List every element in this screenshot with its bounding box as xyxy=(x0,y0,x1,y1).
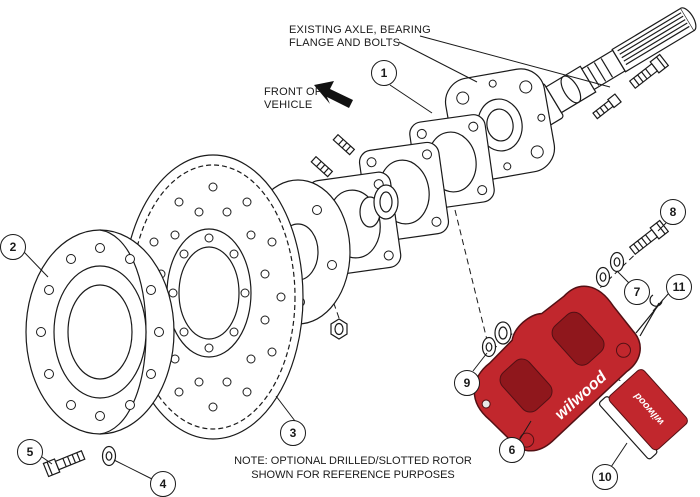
callout-3: 3 xyxy=(280,420,306,446)
hat-bolt-holes xyxy=(36,243,164,421)
stud-nut xyxy=(330,318,348,340)
label-leader-lines xyxy=(398,35,611,88)
callout-10-number: 10 xyxy=(598,470,612,484)
bearing-seals xyxy=(359,184,399,228)
caliper-washer-1 xyxy=(609,251,625,273)
axle-label-line1: EXISTING AXLE, BEARING xyxy=(289,24,431,36)
callout-2-number: 2 xyxy=(9,240,17,254)
callout-2: 2 xyxy=(0,234,26,260)
callout-3-number: 3 xyxy=(289,426,297,440)
hat-washer xyxy=(101,445,117,467)
callout-9-number: 9 xyxy=(463,376,471,390)
caliper-body xyxy=(473,285,641,452)
front-label-line2: VEHICLE xyxy=(264,99,313,111)
bleed-screw xyxy=(481,399,491,409)
pad-body xyxy=(608,369,688,451)
axle-splines xyxy=(617,12,690,66)
note-line2: SHOWN FOR REFERENCE PURPOSES xyxy=(251,469,455,481)
caliper-bolt xyxy=(627,219,669,257)
front-of-vehicle-arrow xyxy=(314,81,353,108)
caliper-mount-guide-line-1 xyxy=(454,209,488,341)
caliper-shim-washer xyxy=(481,336,497,358)
callout-5: 5 xyxy=(17,439,43,465)
callout-1: 1 xyxy=(371,60,397,86)
axle-shaft xyxy=(521,7,697,130)
callout-5-number: 5 xyxy=(26,445,34,459)
callout-11-number: 11 xyxy=(672,280,686,294)
callout-11: 11 xyxy=(666,274,692,300)
callout-8: 8 xyxy=(660,199,686,225)
front-of-vehicle-label: FRONT OF VEHICLE xyxy=(264,86,322,112)
callout-6: 6 xyxy=(499,437,525,463)
reference-note: NOTE: OPTIONAL DRILLED/SLOTTED ROTOR SHO… xyxy=(224,454,482,482)
caliper-oring-inner xyxy=(498,326,508,340)
front-label-line1: FRONT OF xyxy=(264,86,322,98)
callout-7-number: 7 xyxy=(633,285,641,299)
callout-7: 7 xyxy=(624,279,650,305)
callout-8-number: 8 xyxy=(669,205,677,219)
brake-pad: wilwood xyxy=(598,369,688,460)
wheel-stud-2 xyxy=(310,156,333,178)
axle-bolt-2 xyxy=(591,93,622,121)
callout-1-number: 1 xyxy=(380,66,388,80)
callout-6-number: 6 xyxy=(508,443,516,457)
rotor-hub-holes xyxy=(168,233,250,353)
rotor-hat xyxy=(25,229,175,435)
caliper: wilwood xyxy=(473,285,641,452)
callout-4-number: 4 xyxy=(159,477,167,491)
callout-leader-lines xyxy=(23,84,670,480)
callout-10: 10 xyxy=(592,464,618,490)
axle-label: EXISTING AXLE, BEARING FLANGE AND BOLTS xyxy=(289,24,431,50)
note-line1: NOTE: OPTIONAL DRILLED/SLOTTED ROTOR xyxy=(234,455,472,467)
wheel-stud-1 xyxy=(332,134,355,156)
caliper-washer-2 xyxy=(595,266,611,288)
callout-4: 4 xyxy=(150,471,176,497)
axle-label-line2: FLANGE AND BOLTS xyxy=(289,37,401,49)
callout-9: 9 xyxy=(454,370,480,396)
